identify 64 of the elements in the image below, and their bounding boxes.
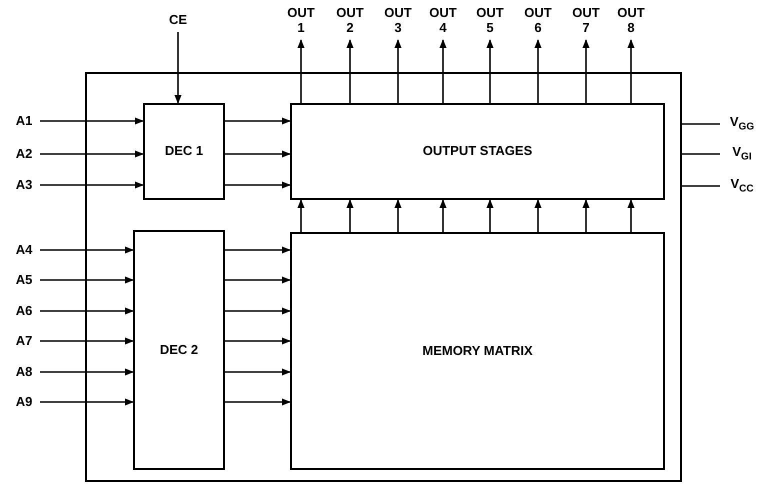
pin-label: A9 (10, 393, 38, 411)
arrow (225, 307, 291, 315)
arrow (582, 39, 590, 103)
arrow (627, 199, 635, 232)
arrow (225, 246, 291, 254)
arrow (225, 368, 291, 376)
arrow (534, 39, 542, 103)
chip-outline (85, 72, 682, 482)
arrow (40, 398, 134, 406)
arrow (225, 181, 291, 189)
connector-line (682, 153, 720, 155)
arrow (225, 117, 291, 125)
arrow (297, 39, 305, 103)
pin-label: V$_{CC}$ (722, 176, 762, 196)
pin-label: A3 (10, 176, 38, 194)
arrow (297, 199, 305, 232)
pin-label: OUT 8 (614, 4, 648, 38)
arrow (225, 150, 291, 158)
pin-label: OUT 6 (521, 4, 555, 38)
arrow (40, 181, 144, 189)
arrow (40, 368, 134, 376)
arrow (40, 337, 134, 345)
pin-label: OUT 2 (333, 4, 367, 38)
arrow (225, 337, 291, 345)
arrow (439, 39, 447, 103)
pin-label: A8 (10, 363, 38, 381)
arrow (40, 117, 144, 125)
arrow (40, 150, 144, 158)
pin-label: OUT 3 (381, 4, 415, 38)
connector-line (682, 185, 720, 187)
connector-line (682, 123, 720, 125)
pin-label: OUT 1 (284, 4, 318, 38)
arrow (534, 199, 542, 232)
circuit-block: OUTPUT STAGES (290, 103, 665, 200)
pin-label: OUT 5 (473, 4, 507, 38)
pin-label: V$_{GI}$ (722, 144, 762, 164)
arrow (346, 39, 354, 103)
pin-label: CE (163, 10, 193, 30)
arrow (225, 398, 291, 406)
pin-label: OUT 4 (426, 4, 460, 38)
arrow (439, 199, 447, 232)
arrow (40, 276, 134, 284)
arrow (627, 39, 635, 103)
arrow (40, 246, 134, 254)
pin-label: A6 (10, 302, 38, 320)
pin-label: A5 (10, 271, 38, 289)
arrow (394, 199, 402, 232)
pin-label: A7 (10, 332, 38, 350)
arrow (582, 199, 590, 232)
arrow (225, 276, 291, 284)
circuit-block: DEC 2 (133, 230, 225, 470)
pin-label: A2 (10, 145, 38, 163)
arrow (486, 199, 494, 232)
circuit-block: MEMORY MATRIX (290, 232, 665, 470)
arrow (346, 199, 354, 232)
circuit-block: DEC 1 (143, 103, 225, 200)
pin-label: V$_{GG}$ (722, 114, 762, 134)
arrow (394, 39, 402, 103)
pin-label: A1 (10, 112, 38, 130)
arrow (40, 307, 134, 315)
arrow (174, 32, 182, 104)
pin-label: A4 (10, 241, 38, 259)
arrow (486, 39, 494, 103)
pin-label: OUT 7 (569, 4, 603, 38)
